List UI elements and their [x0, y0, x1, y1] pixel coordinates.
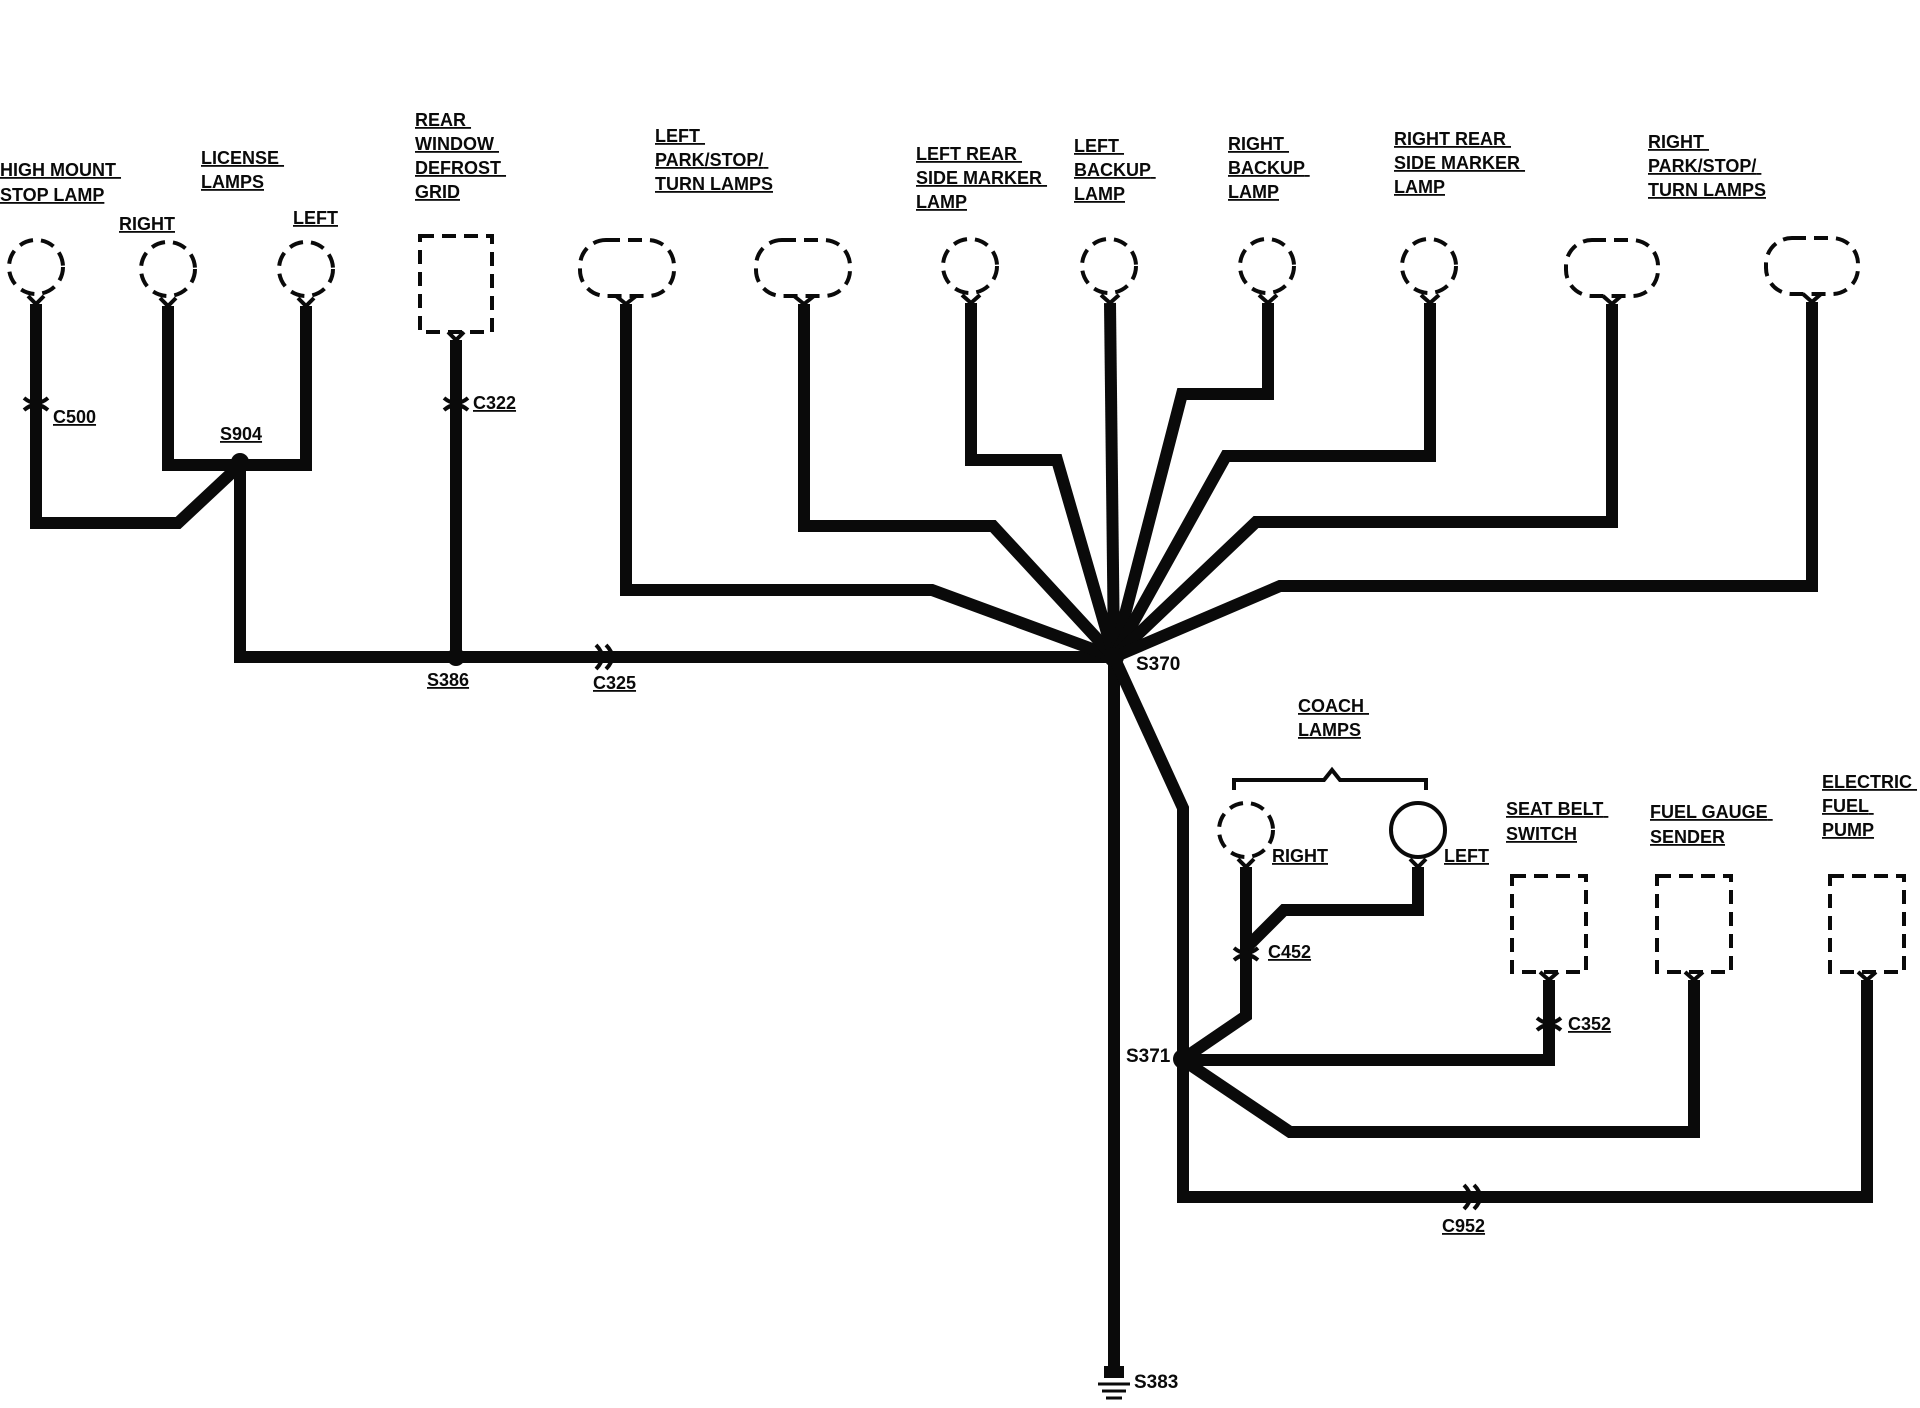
wire-left-backup — [1104, 302, 1120, 658]
connector-c352-symbol — [1535, 1016, 1563, 1032]
label-s383: S383 — [1134, 1372, 1178, 1393]
wire-left-side-marker — [965, 303, 1120, 659]
connector-c325-symbol — [594, 643, 614, 671]
wire-right-backup — [1108, 303, 1274, 659]
coach-lamp-left-bulb — [1389, 801, 1447, 859]
label-coach-left: LEFT — [1444, 846, 1489, 866]
label-s370: S370 — [1136, 654, 1180, 675]
label-left-backup: LEFT BACKUP LAMP — [1074, 136, 1156, 204]
wire-fuel-pump — [1177, 980, 1873, 1203]
label-right-park-stop-turn: RIGHT PARK/STOP/ TURN LAMPS — [1648, 132, 1766, 200]
wire-seat-belt — [1183, 980, 1555, 1066]
label-c452: C452 — [1268, 942, 1311, 962]
label-seat-belt-switch: SEAT BELT SWITCH — [1506, 799, 1608, 844]
label-c322: C322 — [473, 393, 516, 413]
connector-c322-symbol — [442, 396, 470, 412]
connector-c952-symbol — [1462, 1183, 1482, 1211]
connector-c500-symbol — [22, 396, 50, 412]
label-s371: S371 — [1126, 1046, 1171, 1067]
label-left-park-stop-turn: LEFT PARK/STOP/ TURN LAMPS — [655, 126, 773, 194]
label-coach-lamps: COACH LAMPS — [1298, 696, 1369, 740]
wire-coach-left — [1241, 867, 1424, 953]
wire-s904-to-s370 — [234, 465, 1114, 663]
label-license-right: RIGHT — [119, 214, 175, 234]
right-park-lamp-2-bulb — [1764, 236, 1860, 296]
label-license-left: LEFT — [293, 208, 338, 228]
label-electric-fuel-pump: ELECTRIC FUEL PUMP — [1822, 772, 1917, 840]
wire-left-park-1 — [620, 304, 1117, 663]
wire-fuel-gauge — [1179, 980, 1700, 1138]
label-fuel-gauge-sender: FUEL GAUGE SENDER — [1650, 802, 1773, 847]
seat-belt-switch-box — [1510, 874, 1588, 974]
wire-high-mount-stop — [30, 304, 245, 529]
left-backup-lamp-bulb — [1080, 237, 1138, 295]
wire-right-park-1 — [1109, 304, 1618, 662]
wire-license-left — [240, 306, 312, 471]
label-s386: S386 — [427, 670, 469, 690]
wire-right-park-2 — [1111, 302, 1818, 663]
label-c952: C952 — [1442, 1216, 1485, 1236]
label-left-rear-side-marker: LEFT REAR SIDE MARKER LAMP — [916, 144, 1047, 212]
coach-lamps-brace — [1232, 766, 1428, 790]
high-mount-stop-lamp-bulb — [7, 238, 65, 296]
ground-symbol — [1098, 1366, 1130, 1400]
left-park-lamp-2-bulb — [754, 238, 852, 298]
wire-license-right — [162, 306, 240, 471]
label-license-lamps: LICENSE LAMPS — [201, 148, 284, 192]
electric-fuel-pump-box — [1828, 874, 1906, 974]
label-high-mount-stop-lamp: HIGH MOUNT STOP LAMP — [0, 160, 121, 205]
splice-s371-dot — [1173, 1049, 1193, 1069]
label-c500: C500 — [53, 407, 96, 427]
left-rear-side-marker-bulb — [941, 237, 999, 295]
fuel-gauge-sender-box — [1655, 874, 1733, 974]
splice-s386-dot — [447, 648, 465, 666]
splice-s370-dot — [1104, 647, 1124, 667]
label-rear-window-defrost-grid: REAR WINDOW DEFROST GRID — [415, 110, 506, 202]
label-s904: S904 — [220, 424, 262, 444]
right-park-lamp-1-bulb — [1564, 238, 1660, 298]
label-right-rear-side-marker: RIGHT REAR SIDE MARKER LAMP — [1394, 129, 1525, 197]
license-lamp-left-bulb — [277, 240, 335, 298]
label-c352: C352 — [1568, 1014, 1611, 1034]
label-right-backup: RIGHT BACKUP LAMP — [1228, 134, 1310, 202]
splice-s904-dot — [231, 453, 249, 471]
rear-window-defrost-grid-box — [418, 234, 494, 334]
license-lamp-right-bulb — [139, 240, 197, 298]
wire-coach-right — [1179, 867, 1252, 1064]
label-c325: C325 — [593, 673, 636, 693]
left-park-lamp-1-bulb — [578, 238, 676, 298]
wire-right-side-marker — [1108, 303, 1436, 660]
label-coach-right: RIGHT — [1272, 846, 1328, 866]
coach-lamp-right-bulb — [1217, 801, 1275, 859]
right-rear-side-marker-bulb — [1400, 237, 1458, 295]
right-backup-lamp-bulb — [1238, 237, 1296, 295]
connector-c452-symbol — [1232, 946, 1260, 962]
wire-left-park-2 — [798, 304, 1119, 662]
wire-s370-to-s371 — [1108, 654, 1189, 1059]
